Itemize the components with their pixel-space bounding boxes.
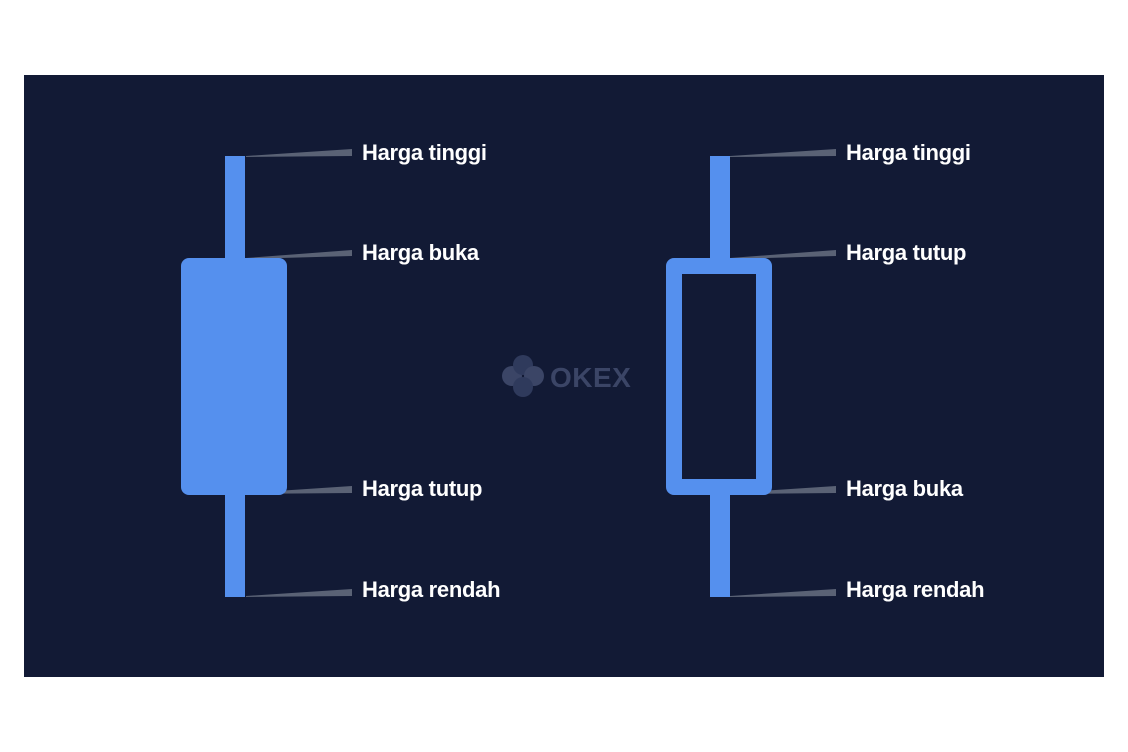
label-left-high: Harga tinggi (362, 140, 487, 165)
watermark-text: OKEX (550, 362, 632, 393)
label-left-low: Harga rendah (362, 577, 501, 602)
connector-right-low (730, 589, 836, 597)
label-right-high: Harga tinggi (846, 140, 971, 165)
label-left-open: Harga buka (362, 240, 479, 265)
connector-left-low (246, 589, 352, 597)
connector-left-open (246, 250, 352, 259)
connector-left-high (246, 149, 352, 157)
candle-hollow-body (666, 258, 772, 495)
label-right-close: Harga tutup (846, 240, 967, 265)
candle-hollow-lower-wick (710, 492, 730, 597)
candle-filled-body (181, 258, 287, 495)
connector-right-close (730, 250, 836, 259)
okex-logo-icon (502, 355, 544, 397)
candle-hollow-upper-wick (710, 156, 730, 260)
label-right-open: Harga buka (846, 476, 963, 501)
label-left-close: Harga tutup (362, 476, 483, 501)
label-right-low: Harga rendah (846, 577, 985, 602)
candle-filled-upper-wick (225, 156, 245, 260)
connector-right-high (730, 149, 836, 157)
candle-filled-lower-wick (225, 492, 245, 597)
